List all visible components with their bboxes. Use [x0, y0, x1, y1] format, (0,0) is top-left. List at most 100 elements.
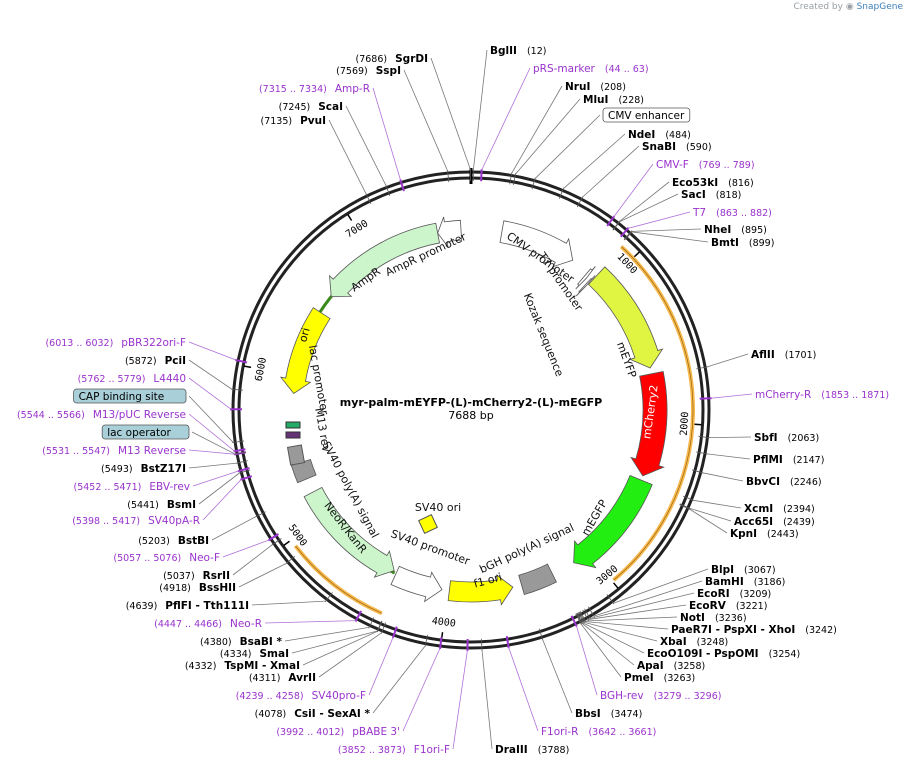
site-name: TspMI - XmaI — [224, 660, 300, 672]
site-name: EBV-rev — [149, 481, 190, 493]
site-name: PciI — [165, 355, 186, 367]
site-position: (3248) — [697, 637, 729, 648]
feature-ori — [279, 307, 331, 394]
tick-mark — [633, 251, 640, 258]
enzyme-label-ecorv: EcoRV(3221) — [689, 600, 767, 612]
enzyme-label-sspi: (7569)SspI — [336, 65, 401, 77]
site-position: (590) — [686, 142, 712, 153]
leader-line — [593, 580, 703, 617]
enzyme-label-eco53ki: Eco53kI(816) — [672, 177, 754, 189]
feature-sv40-ori — [418, 514, 438, 534]
leader-line — [582, 622, 645, 654]
leader-line — [585, 616, 678, 622]
site-position: (228) — [618, 95, 644, 106]
primer-label-l4440: (5762 .. 5779) L4440 — [78, 373, 186, 385]
site-name: XcmI — [744, 503, 773, 515]
site-mark — [481, 638, 483, 651]
leader-line — [709, 436, 752, 438]
site-mark — [576, 196, 584, 208]
site-text: (5398 .. 5417)SV40pA-R — [72, 515, 200, 527]
site-mark — [399, 179, 405, 192]
enzyme-label-bstz17i: (5493)BstZ17I — [101, 463, 186, 475]
site-position: (5872) — [125, 356, 157, 367]
site-mark — [240, 475, 253, 481]
site-text: (4078)CsiI - SexAI * — [255, 708, 371, 720]
site-mark — [576, 612, 584, 624]
feature-box-text: CMV enhancer — [608, 110, 685, 122]
enzyme-label-acc65i: Acc65I(2439) — [734, 516, 815, 528]
site-text: (5493)BstZ17I — [101, 463, 186, 475]
site-text: SbfI(2063) — [754, 432, 819, 444]
site-name: ScaI — [318, 101, 343, 113]
leader-line — [188, 377, 232, 410]
enzyme-label-rsrii: (5037)RsrII — [163, 570, 230, 582]
site-position: (899) — [749, 238, 775, 249]
site-name: AflII — [751, 349, 775, 361]
site-position: (3852 .. 3873) — [338, 745, 406, 756]
feature-label: lac promoter — [306, 344, 331, 416]
site-position: (3279 .. 3296) — [654, 691, 722, 702]
site-position: (5057 .. 5076) — [113, 553, 181, 564]
site-position: (3258) — [674, 661, 706, 672]
site-position: (7569) — [336, 66, 368, 77]
leader-line — [318, 632, 382, 678]
site-name: SnaBI — [642, 141, 676, 153]
site-mark — [683, 495, 695, 502]
site-mark — [380, 622, 387, 634]
site-name: Neo-F — [189, 552, 220, 564]
feature-bgh-poly-a-signal — [518, 563, 557, 595]
site-text: (7686)SgrDI — [356, 53, 428, 65]
leader-line — [587, 604, 687, 620]
leader-line — [191, 431, 236, 455]
site-name: SV40pA-R — [148, 515, 200, 527]
site-position: (818) — [716, 190, 742, 201]
enzyme-label-noti: NotI(3236) — [680, 612, 747, 624]
leader-line — [372, 645, 426, 714]
site-position: (3263) — [664, 673, 696, 684]
site-name: BmtI — [711, 237, 739, 249]
leader-line — [582, 145, 640, 198]
site-name: BsmI — [167, 499, 196, 511]
enzyme-label-bmti: BmtI (899) — [711, 237, 774, 249]
site-name: M13/pUC Reverse — [93, 409, 186, 421]
site-text: PmeI(3263) — [624, 672, 695, 684]
site-name: BbvCI — [746, 476, 780, 488]
leader-line — [589, 592, 695, 619]
site-text: (5037)RsrII — [163, 570, 230, 582]
site-position: (208) — [600, 82, 626, 93]
enzyme-label-nhei: NheI(895) — [704, 224, 767, 236]
leader-line — [511, 85, 563, 174]
site-text: XbaI(3248) — [660, 636, 728, 648]
enzyme-label-bglii: BglII(12) — [490, 45, 546, 57]
site-mark — [513, 173, 517, 186]
leader-line — [251, 600, 326, 606]
site-name: L4440 — [153, 373, 186, 385]
site-mark — [235, 460, 248, 464]
leader-line — [291, 630, 378, 654]
site-name: PflFI - Tth111I — [165, 600, 249, 612]
site-position: (5762 .. 5779) — [78, 374, 146, 385]
site-labels: BglII(12)pRS-marker(44 .. 63)NruI(208)Ml… — [17, 45, 889, 756]
feature-box — [73, 388, 187, 404]
site-text: NheI(895) — [704, 224, 767, 236]
site-text: (4918)BssHII — [159, 582, 236, 594]
site-position: (4447 .. 4466) — [154, 619, 222, 630]
site-position: (1701) — [785, 350, 817, 361]
site-mark — [531, 177, 536, 190]
feature-box-text: CAP binding site — [79, 391, 165, 403]
site-position: (484) — [665, 130, 691, 141]
feature-sv40-polya-box — [286, 444, 306, 466]
site-name: PaeR7I - PspXI - XhoI — [671, 624, 795, 636]
site-name: NruI — [565, 81, 590, 93]
site-position: (2147) — [793, 455, 825, 466]
tick-mark — [244, 365, 252, 369]
site-text: Acc65I(2439) — [734, 516, 815, 528]
site-mark — [271, 538, 282, 546]
site-mark — [579, 611, 587, 623]
tick-label: 7000 — [344, 218, 370, 240]
site-position: (895) — [741, 225, 767, 236]
site-text: ApaI(3258) — [637, 660, 705, 672]
site-mark — [438, 636, 443, 650]
site-text: NotI(3236) — [680, 612, 747, 624]
site-name: AvrII — [288, 672, 316, 684]
